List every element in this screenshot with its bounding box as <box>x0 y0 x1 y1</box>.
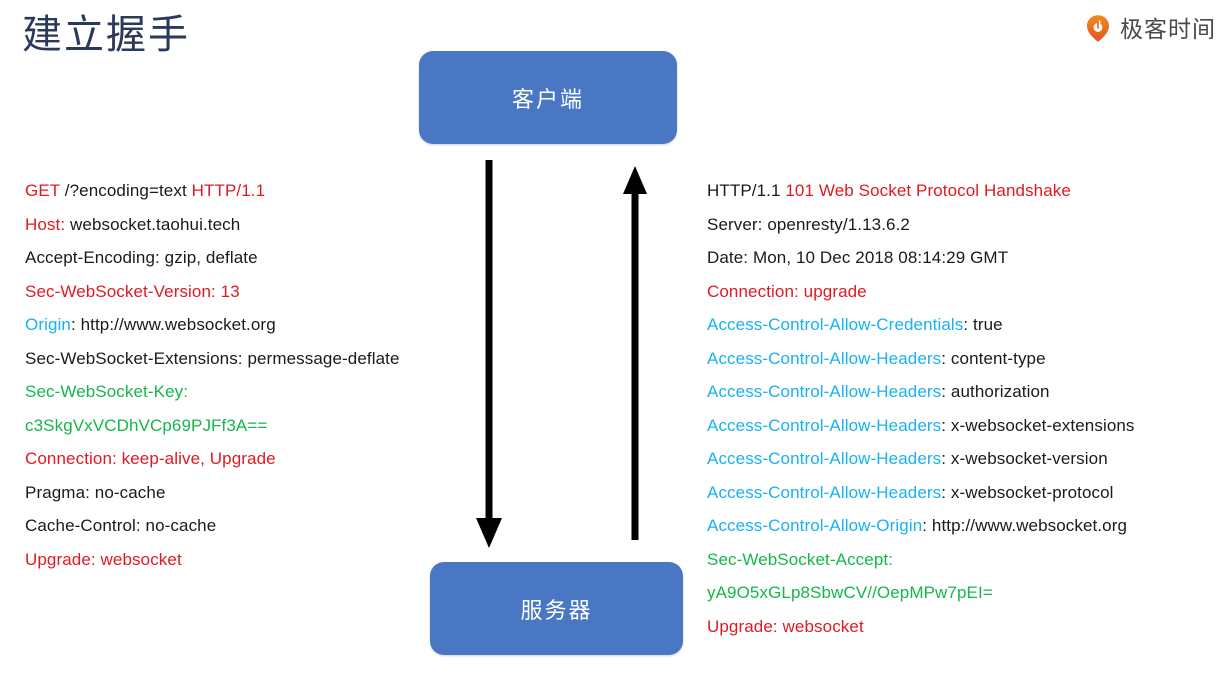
response-header-name: Date: <box>707 248 749 267</box>
request-header-name: Pragma: <box>25 482 90 502</box>
response-line: Connection: upgrade <box>707 275 1222 309</box>
response-header-name: yA9O5xGLp8SbwCV//OepMPw7pEI= <box>707 583 993 602</box>
page-title: 建立握手 <box>22 13 190 57</box>
response-header-value: : x-websocket-protocol <box>941 482 1114 502</box>
request-line: Sec-WebSocket-Key: <box>25 375 495 409</box>
response-header-name: Upgrade: websocket <box>707 616 864 636</box>
request-line: c3SkgVxVCDhVCp69PJFf3A== <box>25 409 495 443</box>
response-header-name: Access-Control-Allow-Headers <box>707 449 942 468</box>
request-header-name: Origin <box>25 315 71 334</box>
request-arrow-down-icon <box>476 160 502 548</box>
response-header-value: : content-type <box>941 348 1046 368</box>
response-header-value: : x-websocket-version <box>941 449 1108 468</box>
response-header-name: Connection: upgrade <box>707 281 867 301</box>
response-line: HTTP/1.1 101 Web Socket Protocol Handsha… <box>707 174 1222 208</box>
request-line: Sec-WebSocket-Version: 13 <box>25 275 495 309</box>
response-header-value: Mon, 10 Dec 2018 08:14:29 GMT <box>748 248 1009 267</box>
server-node: 服务器 <box>430 562 683 655</box>
server-node-label: 服务器 <box>520 597 593 623</box>
request-header-name: Sec-WebSocket-Extensions: <box>25 348 243 368</box>
response-header-name: Sec-WebSocket-Accept: <box>707 549 894 569</box>
response-line: Access-Control-Allow-Headers: x-websocke… <box>707 442 1222 476</box>
response-header-value: : x-websocket-extensions <box>941 415 1135 435</box>
request-header-value: permessage-deflate <box>242 348 400 368</box>
response-headers-block: HTTP/1.1 101 Web Socket Protocol Handsha… <box>707 174 1222 643</box>
response-line: Access-Control-Allow-Headers: content-ty… <box>707 342 1222 376</box>
request-line: Accept-Encoding: gzip, deflate <box>25 241 495 275</box>
request-line: Origin: http://www.websocket.org <box>25 308 495 342</box>
response-header-name: Access-Control-Allow-Headers <box>707 348 942 368</box>
response-line: Access-Control-Allow-Headers: x-websocke… <box>707 409 1222 443</box>
request-header-name: Sec-WebSocket-Key: <box>25 382 189 401</box>
request-line: Sec-WebSocket-Extensions: permessage-def… <box>25 342 495 376</box>
response-header-name: Access-Control-Allow-Origin <box>707 516 923 535</box>
response-arrow-up-icon <box>623 166 647 540</box>
request-header-name: Upgrade: websocket <box>25 549 182 569</box>
request-header-value: no-cache <box>140 516 217 535</box>
request-line: Host: websocket.taohui.tech <box>25 208 495 242</box>
request-header-name: Cache-Control: <box>25 516 141 535</box>
response-header-value: : http://www.websocket.org <box>922 516 1128 535</box>
client-node-label: 客户端 <box>511 86 584 112</box>
response-line: Access-Control-Allow-Origin: http://www.… <box>707 509 1222 543</box>
request-header-extra: HTTP/1.1 <box>191 181 266 200</box>
response-header-name: Access-Control-Allow-Headers <box>707 382 942 401</box>
brand-logo: 极客时间 <box>1083 12 1216 46</box>
response-line: Access-Control-Allow-Headers: authorizat… <box>707 375 1222 409</box>
request-header-name: Sec-WebSocket-Version: 13 <box>25 281 240 301</box>
request-header-value: : http://www.websocket.org <box>70 315 276 334</box>
request-header-value: no-cache <box>89 482 166 502</box>
response-line: yA9O5xGLp8SbwCV//OepMPw7pEI= <box>707 576 1222 610</box>
response-line: Access-Control-Allow-Headers: x-websocke… <box>707 476 1222 510</box>
request-line: Cache-Control: no-cache <box>25 509 495 543</box>
request-header-value: websocket.taohui.tech <box>65 214 241 234</box>
request-line: Upgrade: websocket <box>25 543 495 577</box>
response-line: Access-Control-Allow-Credentials: true <box>707 308 1222 342</box>
response-line: Upgrade: websocket <box>707 610 1222 644</box>
response-header-name: Server: <box>707 214 763 234</box>
geektime-logo-icon <box>1083 14 1113 44</box>
request-header-name: GET <box>25 181 60 200</box>
request-line: Pragma: no-cache <box>25 476 495 510</box>
client-node: 客户端 <box>419 51 677 144</box>
response-header-name: Access-Control-Allow-Headers <box>707 415 942 435</box>
response-line: Sec-WebSocket-Accept: <box>707 543 1222 577</box>
request-line: Connection: keep-alive, Upgrade <box>25 442 495 476</box>
response-header-value: openresty/1.13.6.2 <box>762 214 910 234</box>
response-line: Server: openresty/1.13.6.2 <box>707 208 1222 242</box>
request-header-name: Host: <box>25 214 66 234</box>
brand-name: 极客时间 <box>1120 16 1216 42</box>
response-header-value: 101 Web Socket Protocol Handshake <box>780 181 1071 200</box>
response-header-name: Access-Control-Allow-Credentials <box>707 315 964 334</box>
response-header-name: Access-Control-Allow-Headers <box>707 482 942 502</box>
request-header-value: /?encoding=text <box>59 181 192 200</box>
request-line: GET /?encoding=text HTTP/1.1 <box>25 174 495 208</box>
response-line: Date: Mon, 10 Dec 2018 08:14:29 GMT <box>707 241 1222 275</box>
request-header-name: Accept-Encoding: <box>25 248 160 267</box>
response-header-value: : true <box>963 315 1003 334</box>
response-header-name: HTTP/1.1 <box>707 181 781 200</box>
request-header-value: gzip, deflate <box>159 248 258 267</box>
request-header-name: Connection: keep-alive, Upgrade <box>25 449 276 468</box>
request-header-name: c3SkgVxVCDhVCp69PJFf3A== <box>25 415 268 435</box>
response-header-value: : authorization <box>941 382 1050 401</box>
